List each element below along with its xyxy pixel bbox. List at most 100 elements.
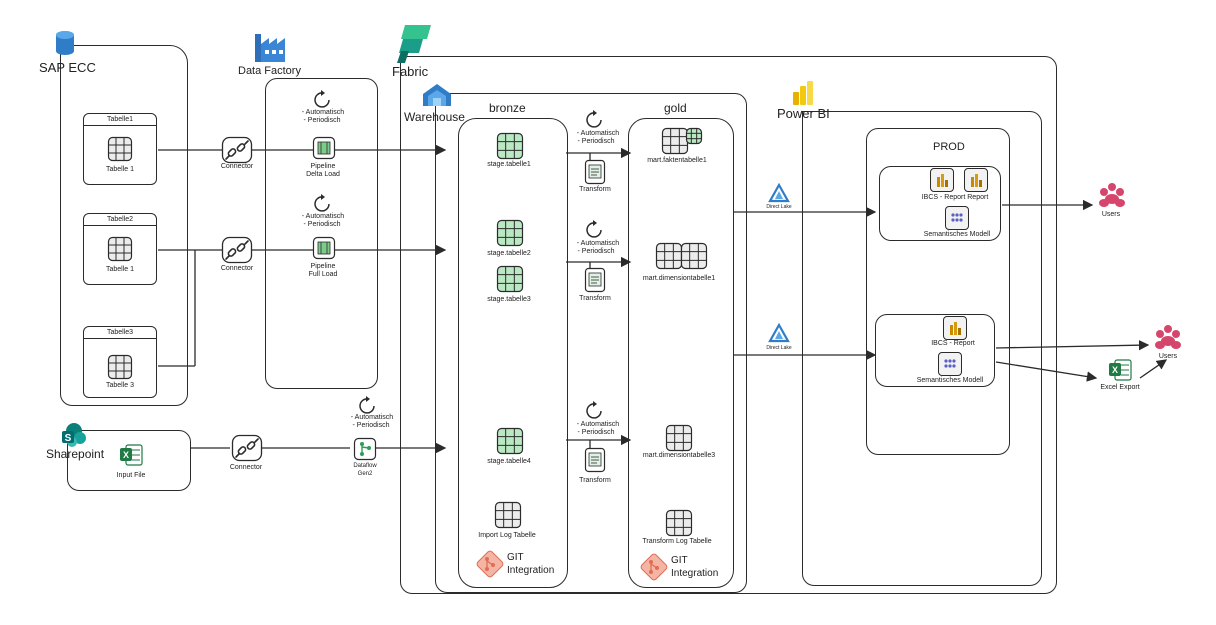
pipeline-2-line2: Full Load (308, 271, 338, 278)
transform-log-label: Transform Log Tabelle (642, 538, 712, 545)
sap-title: SAP ECC (39, 60, 96, 75)
stage-tabelle1-label: stage.tabelle1 (487, 161, 531, 168)
git-icon (476, 550, 504, 578)
schedule-3-line1: - Automatisch (350, 414, 394, 421)
prod-title: PROD (933, 141, 965, 153)
stage-tabelle2-label: stage.tabelle2 (487, 250, 531, 257)
stage-tabelle3-label: stage.tabelle3 (487, 296, 531, 303)
report-icon[interactable] (930, 168, 954, 192)
svg-text:X: X (1112, 365, 1118, 375)
connector-icon[interactable] (221, 236, 253, 264)
mart-table-icon[interactable] (655, 242, 683, 270)
excel-export-label: Excel Export (1100, 384, 1140, 391)
transform-label-2: Transform (579, 295, 611, 302)
stage-table-icon[interactable] (496, 427, 524, 455)
sharepoint-title: Sharepoint (46, 447, 105, 461)
users-icon (1099, 183, 1125, 207)
connector-icon[interactable] (221, 136, 253, 164)
bronze-title: bronze (489, 101, 526, 115)
semantic-model-icon[interactable] (938, 352, 962, 376)
stage-table-icon[interactable] (496, 219, 524, 247)
sap-table-divider-2 (84, 225, 156, 226)
warehouse-container (435, 93, 747, 593)
connector-label-2: Connector (220, 265, 254, 272)
sap-table-divider-3 (84, 338, 156, 339)
gold-container (628, 118, 734, 588)
mart-dimensiontabelle1-label: mart.dimensiontabelle1 (642, 275, 716, 282)
transform-icon[interactable] (584, 159, 606, 185)
prod-container (866, 128, 1010, 455)
sap-table-card-3[interactable] (83, 326, 157, 398)
direct-lake-icon (768, 182, 790, 203)
mart-table-icon[interactable] (685, 127, 703, 145)
powerbi-container (802, 111, 1042, 586)
pipeline-1-line2: Delta Load (306, 171, 340, 178)
sharepoint-container (67, 430, 191, 491)
mart-table-icon[interactable] (680, 242, 708, 270)
data-factory-container (265, 78, 378, 389)
sap-table-icon[interactable] (107, 354, 133, 380)
transform-schedule-1a: - Automatisch (576, 130, 620, 137)
dataflow-icon[interactable] (353, 437, 377, 461)
pipeline-icon[interactable] (312, 236, 336, 260)
gold-title: gold (664, 101, 687, 115)
sap-table-card-2[interactable] (83, 213, 157, 285)
report-icon[interactable] (964, 168, 988, 192)
schedule-1-line1: - Automatisch (301, 109, 345, 116)
semantic-model-icon[interactable] (945, 206, 969, 230)
transform-schedule-3a: - Automatisch (576, 421, 620, 428)
schedule-icon (586, 110, 602, 128)
mart-table-icon[interactable] (665, 424, 693, 452)
input-file-label: Input File (116, 472, 146, 479)
pipeline-icon[interactable] (312, 136, 336, 160)
warehouse-icon (423, 84, 451, 106)
data-factory-icon (255, 34, 285, 62)
users-icon (1155, 325, 1181, 349)
prod-workspace-1 (879, 166, 1001, 241)
schedule-icon (359, 396, 375, 414)
sharepoint-icon: S (62, 423, 86, 447)
sap-table-label-2: Tabelle 1 (105, 266, 135, 273)
ws2-model-label: Semantisches Modell (916, 377, 984, 384)
transform-schedule-3b: - Periodisch (577, 429, 615, 436)
svg-text:X: X (123, 450, 129, 460)
users-label-1: Users (1101, 211, 1121, 218)
sap-container (60, 45, 188, 406)
transform-label-3: Transform (579, 477, 611, 484)
gold-git-line1: GIT (671, 555, 688, 566)
excel-export-icon: X (1109, 359, 1132, 381)
warehouse-title: Warehouse (404, 110, 465, 124)
log-table-icon[interactable] (494, 501, 522, 529)
dataflow-line2: Gen2 (357, 471, 373, 477)
data-factory-title: Data Factory (238, 65, 301, 77)
report-icon[interactable] (943, 316, 967, 340)
stage-table-icon[interactable] (496, 132, 524, 160)
fabric-icon (397, 25, 431, 63)
bronze-git-line2: Integration (507, 565, 555, 576)
stage-table-icon[interactable] (496, 265, 524, 293)
prod-workspace-2 (875, 314, 995, 387)
direct-lake-icon (768, 322, 790, 343)
sap-table-card-1[interactable] (83, 113, 157, 185)
connector-icon[interactable] (231, 434, 263, 462)
log-table-icon[interactable] (665, 509, 693, 537)
fabric-container (400, 56, 1057, 594)
transform-icon[interactable] (584, 447, 606, 473)
sap-table-header-2: Tabelle2 (106, 216, 134, 223)
users-label-2: Users (1158, 353, 1178, 360)
ws1-report-label: IBCS - Report Report (921, 194, 989, 201)
sap-table-label-1: Tabelle 1 (105, 166, 135, 173)
sap-database-icon (56, 31, 74, 55)
sap-table-divider-1 (84, 125, 156, 126)
transform-icon[interactable] (584, 267, 606, 293)
sap-table-icon[interactable] (107, 236, 133, 262)
transform-label-1: Transform (579, 186, 611, 193)
ws1-model-label: Semantisches Modell (923, 231, 991, 238)
stage-tabelle4-label: stage.tabelle4 (487, 458, 531, 465)
bronze-container (458, 118, 568, 588)
mart-dimensiontabelle3-label: mart.dimensiontabelle3 (642, 452, 716, 459)
excel-file-icon[interactable]: X (118, 443, 144, 467)
ws2-report-label: IBCS - Report (931, 340, 975, 347)
mart-table-icon[interactable] (661, 127, 689, 155)
sap-table-icon[interactable] (107, 136, 133, 162)
